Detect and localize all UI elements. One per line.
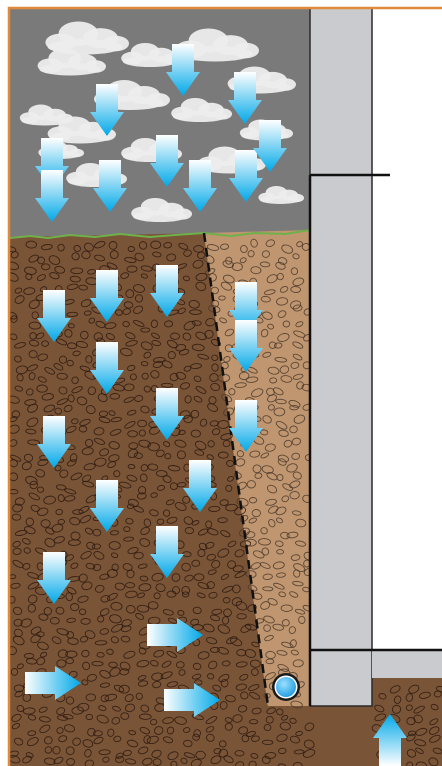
drain-pipe-icon [272, 673, 300, 701]
basement-floor-slab [372, 650, 442, 678]
foundation-wall [310, 8, 372, 706]
